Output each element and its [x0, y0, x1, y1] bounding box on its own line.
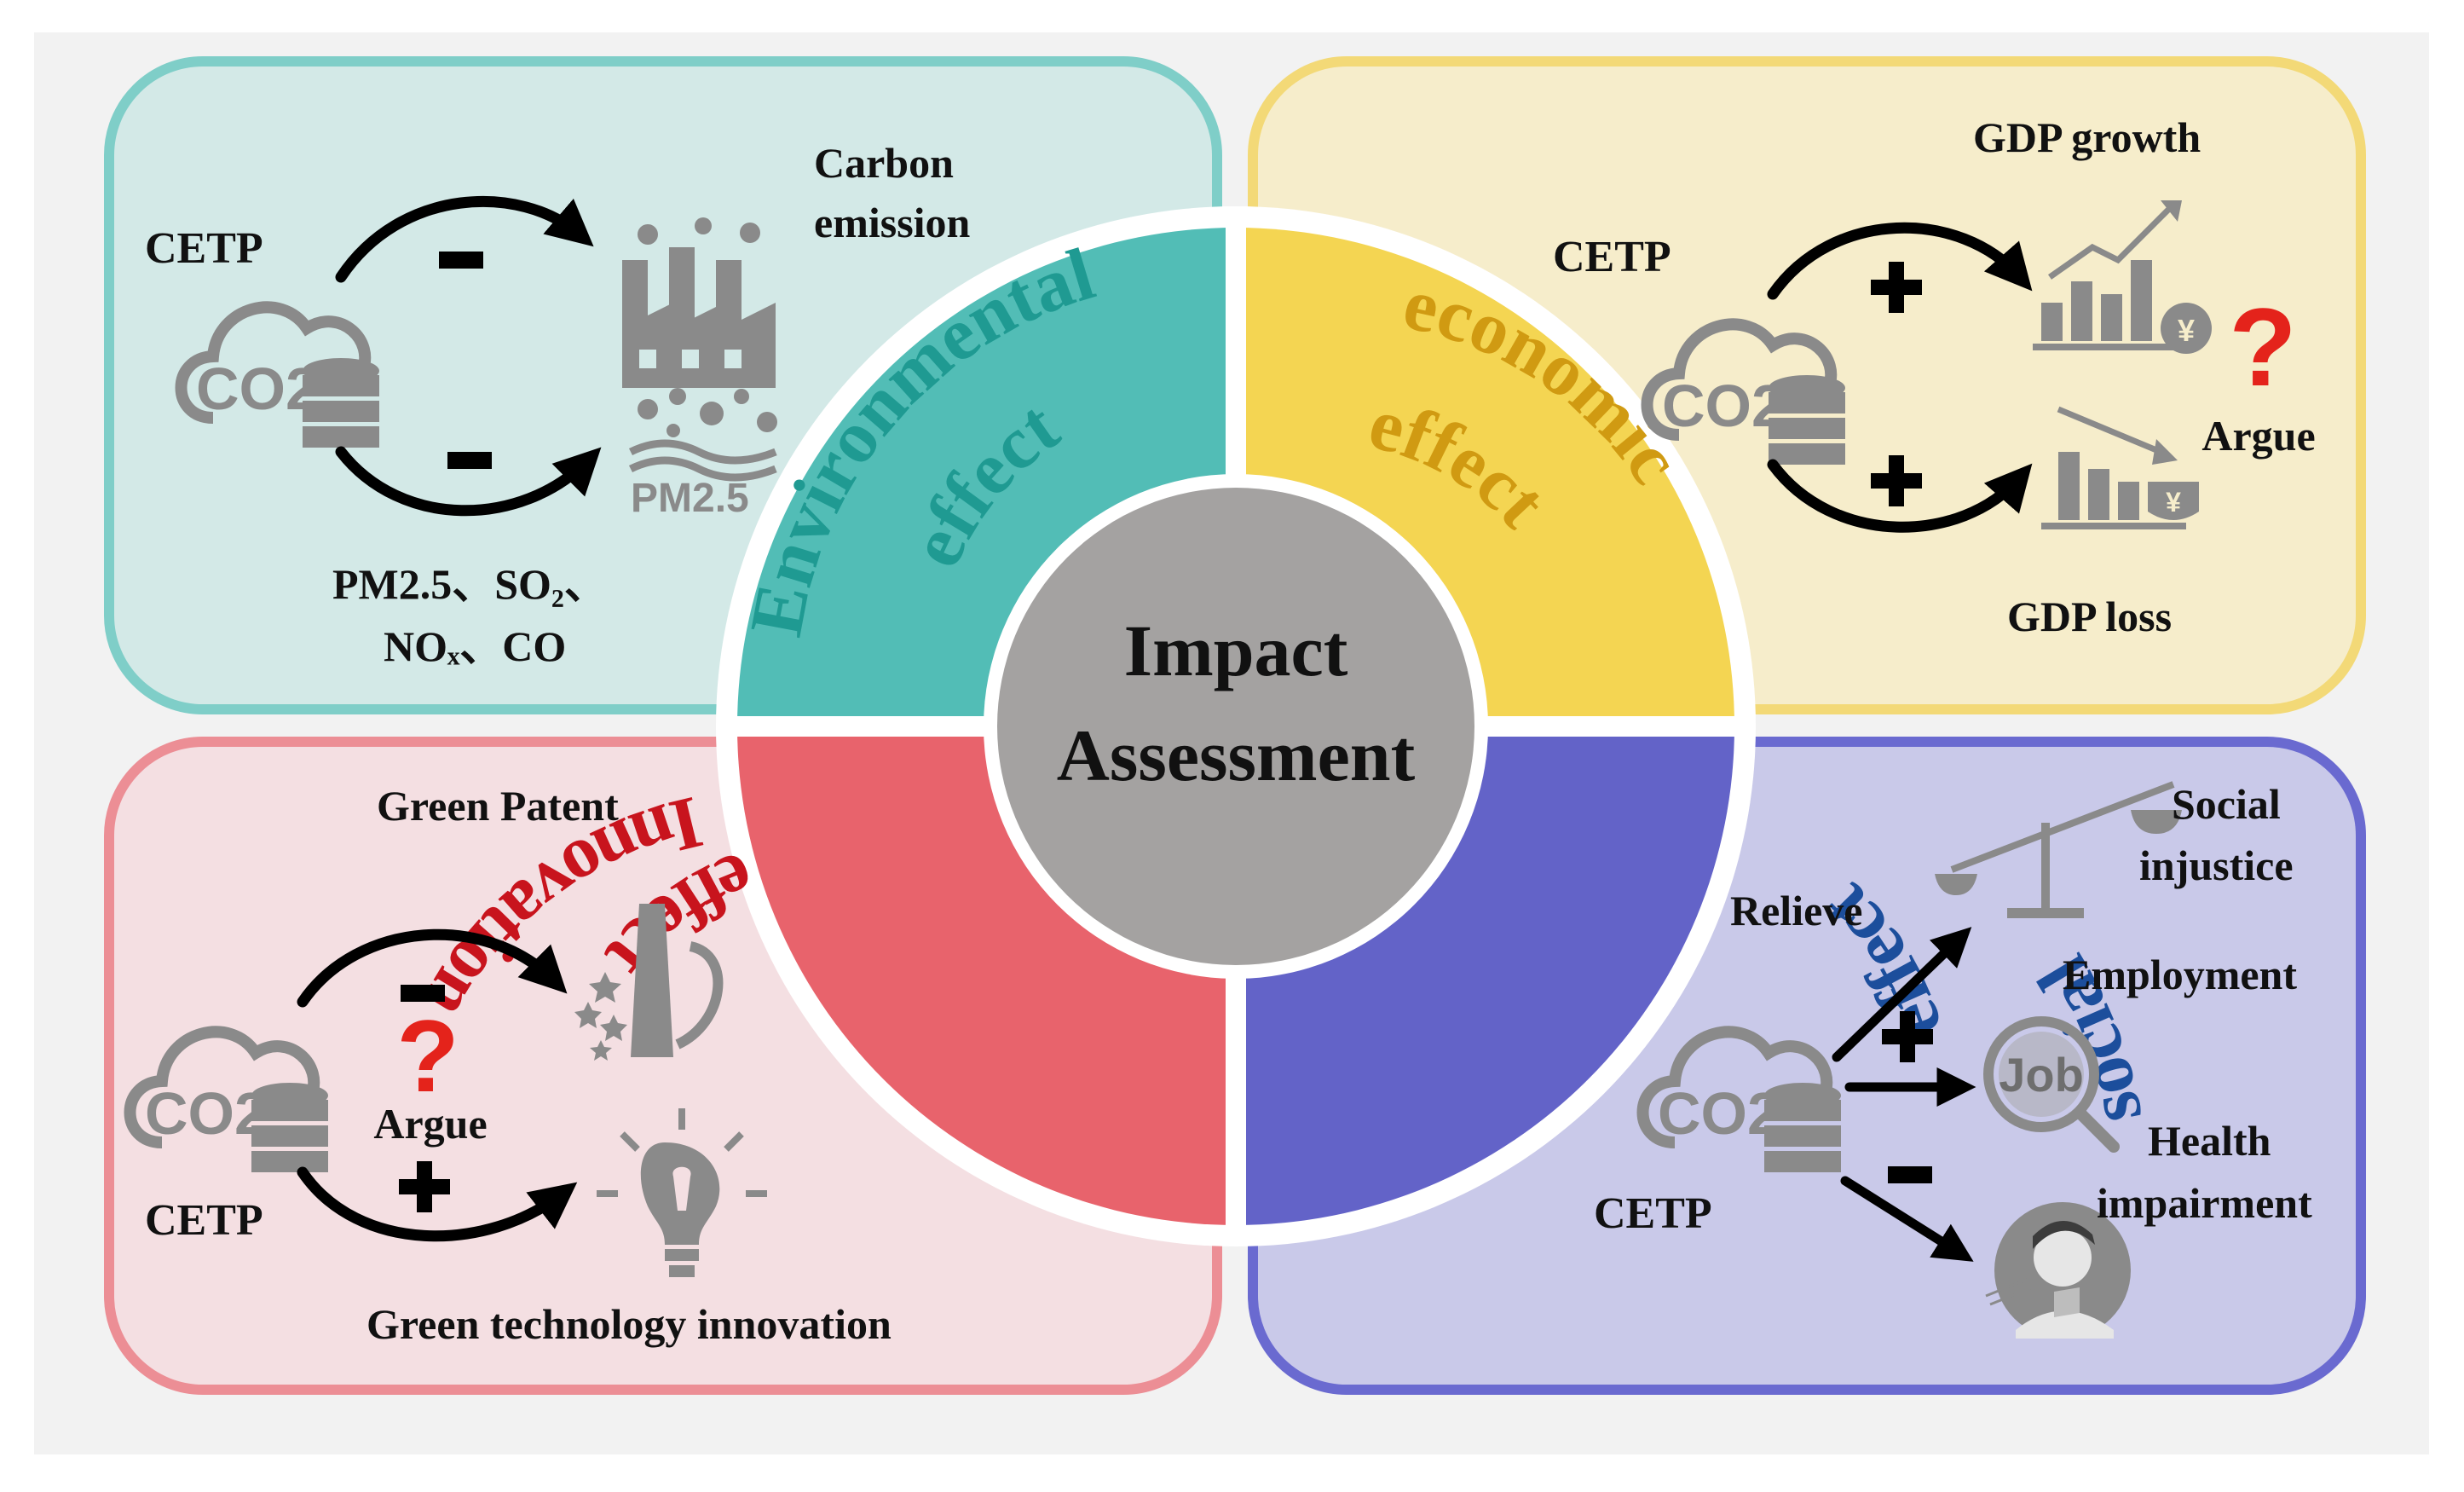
gdp-loss-icon: ¥ [2041, 406, 2199, 529]
svg-text:CO2: CO2 [145, 1080, 268, 1147]
social-arrow-down [1840, 1176, 1974, 1262]
sick-person-icon [1985, 1202, 2131, 1339]
pollutants-line-1: PM2.5、SO₂、 [332, 560, 607, 608]
inn-plus-bottom [399, 1161, 450, 1212]
svg-text:CO2: CO2 [1658, 1080, 1780, 1147]
eco-question-mark: ? [2229, 285, 2296, 409]
green-patent-label: Green Patent [377, 782, 619, 830]
inn-arrow-bottom [297, 1166, 578, 1242]
social-minus-bottom [1888, 1166, 1932, 1183]
social-injustice-label-1: Social [2172, 780, 2281, 828]
env-minus-top [439, 252, 483, 269]
eco-plus-top [1871, 262, 1922, 313]
svg-text:PM2.5: PM2.5 [631, 476, 749, 521]
eco-argue-label: Argue [2201, 412, 2315, 460]
svg-text:CO2: CO2 [196, 356, 319, 422]
inn-argue-label: Argue [373, 1100, 487, 1148]
eco-arrow-top [1767, 222, 2033, 300]
pm25-icon: PM2.5 [628, 388, 777, 521]
social-injustice-label-2: injustice [2139, 841, 2294, 889]
eco-cetp-label: CETP [1553, 233, 1671, 281]
svg-text:Job: Job [1999, 1048, 2084, 1102]
relieve-label: Relieve [1730, 887, 1862, 934]
svg-text:CO2: CO2 [1662, 373, 1785, 439]
inn-co2-icon: CO2 [124, 1026, 328, 1172]
eco-arrow-bottom [1767, 459, 2033, 533]
inn-minus-top [401, 985, 445, 1002]
social-co2-icon: CO2 [1636, 1026, 1841, 1172]
scale-icon [1935, 781, 2182, 918]
pollutants-line-2: NOₓ、CO [384, 622, 566, 670]
center-circle [997, 488, 1474, 965]
lightbulb-icon [597, 1108, 767, 1277]
health-label-1: Health [2148, 1117, 2271, 1165]
patent-icon [574, 904, 724, 1061]
gdp-growth-icon: ¥ [2033, 200, 2212, 354]
inn-question-mark: ? [396, 999, 459, 1113]
inn-cetp-label: CETP [145, 1196, 263, 1245]
gdp-loss-label: GDP loss [2007, 593, 2172, 640]
health-label-2: impairment [2097, 1179, 2312, 1227]
env-minus-bottom [447, 452, 492, 469]
gdp-growth-label: GDP growth [1973, 113, 2201, 161]
social-cetp-label: CETP [1594, 1189, 1712, 1238]
social-arrow-up [1832, 927, 1972, 1062]
center-title-line1: Impact [1124, 610, 1348, 691]
center-title-line2: Assessment [1057, 714, 1416, 796]
job-search-icon: Job [1983, 1016, 2120, 1153]
eco-co2-icon: CO2 [1641, 318, 1845, 465]
env-co2-icon: CO2 [175, 301, 379, 448]
eco-plus-bottom [1871, 455, 1922, 506]
inn-arrow-top [297, 928, 568, 1008]
env-arrow-bottom [335, 446, 602, 517]
carbon-label-2: emission [814, 199, 971, 246]
social-plus-mid [1882, 1011, 1933, 1062]
carbon-label-1: Carbon [814, 139, 954, 187]
green-tech-label: Green technology innovation [366, 1300, 892, 1348]
svg-text:¥: ¥ [2166, 487, 2181, 518]
env-cetp-label: CETP [145, 224, 263, 273]
employment-label: Employment [2063, 951, 2297, 998]
factory-icon [622, 217, 776, 388]
svg-text:¥: ¥ [2178, 313, 2195, 348]
env-arrow-top [335, 195, 594, 283]
